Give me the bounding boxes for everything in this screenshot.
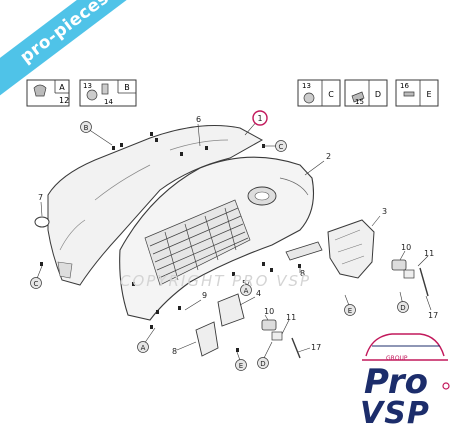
part-17-rod (291, 337, 301, 359)
washer-icon (86, 89, 98, 101)
part-number: 11 (286, 313, 296, 322)
legend-box-e: E 16 (395, 79, 439, 107)
legend-letter: B (124, 83, 130, 92)
callout-a: A (137, 341, 149, 353)
logo-pro-text: Pro (364, 362, 428, 402)
part-number: 10 (401, 243, 411, 252)
part-number: 2 (326, 152, 331, 161)
logo-vsp-text: VSP (360, 396, 430, 431)
svg-text:C: C (279, 143, 284, 151)
legend-box-c: C 13 (297, 79, 341, 107)
callout-b: B (80, 121, 92, 133)
svg-text:C: C (34, 280, 39, 288)
part-8-lower-bracket (195, 321, 219, 357)
legend-number: 13 (302, 82, 311, 90)
svg-text:E: E (239, 362, 243, 370)
brand-logo: GROUP Pro VSP (356, 326, 448, 432)
part-number: 6 (196, 115, 201, 124)
legend-number: 14 (104, 98, 113, 106)
legend-box-a: A 12 (26, 79, 70, 107)
part-3-side-bracket (327, 219, 375, 279)
part-number: 3 (382, 207, 387, 216)
part-number: 8 (172, 347, 177, 356)
car-logo-icon (362, 333, 448, 361)
logo-group-text: GROUP (386, 355, 408, 362)
svg-text:A: A (244, 287, 249, 295)
part-1-marker: 1 (252, 110, 268, 126)
fasteners (40, 132, 301, 352)
trim-strip (285, 241, 323, 261)
legend-number: 16 (400, 82, 409, 90)
svg-text:D: D (260, 360, 265, 368)
part-10-sensor-right (391, 259, 415, 279)
rivet-icon (403, 91, 415, 97)
part-number: 11 (424, 249, 434, 258)
screw-icon (351, 91, 365, 103)
svg-text:A: A (141, 344, 146, 352)
svg-text:E: E (348, 307, 352, 315)
part-number: 17 (311, 343, 321, 352)
part-4-bracket (217, 293, 245, 327)
legend-box-d: D 15 (344, 79, 388, 107)
part-number: 4 (256, 289, 261, 298)
legend-letter: A (59, 83, 65, 92)
legend-box-b: B 13 14 (79, 79, 137, 107)
part-7-clamp (34, 216, 50, 228)
part-number: 8 (300, 269, 305, 278)
legend-number: 12 (59, 96, 69, 105)
part-17-rod (419, 267, 429, 297)
svg-text:B: B (84, 124, 89, 132)
callout-a: A (240, 284, 252, 296)
callout-c: C (275, 140, 287, 152)
part-number: 5 (242, 279, 247, 288)
callout-e: E (235, 359, 247, 371)
part-number: 10 (264, 307, 274, 316)
clip-icon (33, 84, 47, 97)
callout-c: C (30, 277, 42, 289)
logo-dot-icon (442, 382, 450, 390)
part-number: 1 (257, 114, 262, 123)
callout-d: D (397, 301, 409, 313)
part-10-sensor-left (261, 319, 283, 341)
callout-d: D (257, 357, 269, 369)
grille (144, 199, 251, 286)
copyright-watermark: COPYRIGHT PRO VSP (120, 272, 312, 290)
nut-icon (101, 83, 109, 95)
legend-letter: E (426, 90, 431, 99)
part-number: 17 (428, 311, 438, 320)
callout-e: E (344, 304, 356, 316)
legend-number: 15 (355, 98, 364, 106)
washer-icon (303, 92, 315, 104)
legend-letter: D (375, 90, 381, 99)
part-number: 7 (38, 193, 43, 202)
part-number: 9 (202, 291, 207, 300)
legend-number: 13 (83, 82, 92, 90)
svg-text:D: D (400, 304, 405, 312)
part-6-bracket (47, 125, 264, 286)
legend-letter: C (328, 90, 334, 99)
